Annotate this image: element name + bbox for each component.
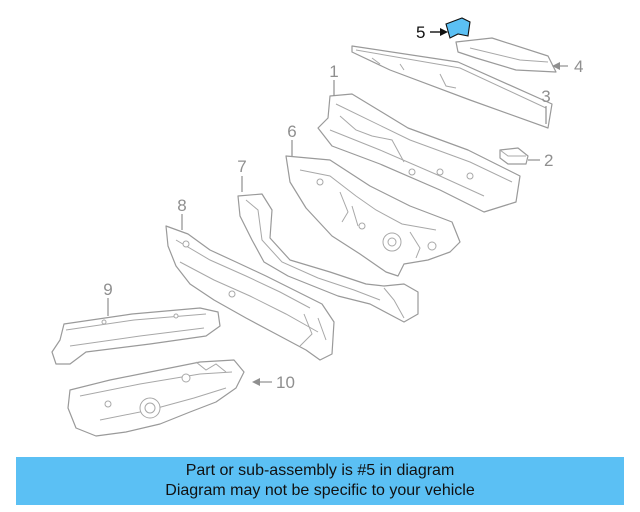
callout-9: 9 bbox=[103, 280, 112, 299]
callout-3: 3 bbox=[541, 87, 550, 106]
part-5-clip-highlighted[interactable] bbox=[445, 17, 471, 39]
part-7-insulator[interactable] bbox=[237, 193, 419, 323]
info-banner: Part or sub-assembly is #5 in diagram Di… bbox=[16, 457, 624, 505]
banner-line-2: Diagram may not be specific to your vehi… bbox=[165, 482, 475, 499]
parts-exploded-diagram: 1 2 3 4 5 6 7 8 9 10 bbox=[51, 17, 583, 437]
callout-4: 4 bbox=[574, 57, 583, 76]
callout-10: 10 bbox=[276, 373, 295, 392]
callout-1: 1 bbox=[329, 62, 338, 81]
callout-8: 8 bbox=[177, 196, 186, 215]
callout-2: 2 bbox=[544, 151, 553, 170]
part-8-lower-dash-panel[interactable] bbox=[165, 225, 335, 361]
part-4-cowl-top-panel[interactable] bbox=[351, 37, 557, 129]
banner-line-1: Part or sub-assembly is #5 in diagram bbox=[185, 462, 455, 479]
callout-6: 6 bbox=[287, 122, 296, 141]
part-9-reinforcement[interactable] bbox=[51, 307, 221, 365]
part-1-cowl-panel[interactable] bbox=[317, 93, 521, 213]
callout-7: 7 bbox=[237, 157, 246, 176]
part-10-crossmember[interactable] bbox=[67, 359, 245, 437]
callout-5: 5 bbox=[416, 23, 425, 42]
part-6-dash-panel[interactable] bbox=[285, 155, 461, 277]
part-2-block[interactable] bbox=[499, 147, 529, 165]
